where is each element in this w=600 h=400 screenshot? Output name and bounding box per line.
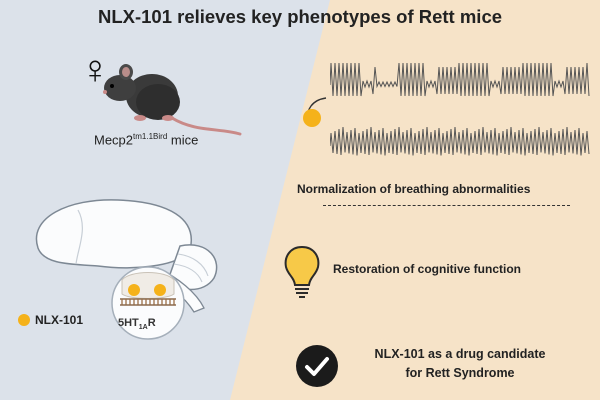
breathing-trace-treated xyxy=(330,126,590,156)
page-title: NLX-101 relieves key phenotypes of Rett … xyxy=(97,6,503,27)
breathing-outcome-label: Normalization of breathing abnormalities xyxy=(297,182,531,196)
checkmark-icon xyxy=(296,345,338,387)
receptor-subtype: 1A xyxy=(138,324,148,332)
receptor-suffix: R xyxy=(147,317,156,329)
curved-arrow-icon xyxy=(303,97,327,127)
lightbulb-icon xyxy=(284,245,320,298)
drug-candidate-line1: NLX-101 as a drug candidate xyxy=(374,347,546,361)
breathing-trace-untreated xyxy=(330,62,590,97)
breathing-divider xyxy=(323,205,570,206)
receptor-base: 5HT xyxy=(118,317,139,329)
mouse-strain-label: Mecp2tm1.1Bird mice xyxy=(94,132,198,147)
mouse-strain-allele: tm1.1Bird xyxy=(133,132,168,141)
brain-icon xyxy=(35,199,218,340)
mouse-icon xyxy=(103,64,242,136)
drug-candidate-line2: for Rett Syndrome xyxy=(405,366,515,380)
female-symbol-icon: ♀ xyxy=(80,48,110,92)
cognition-outcome-label: Restoration of cognitive function xyxy=(333,262,521,276)
drug-candidate-label: NLX-101 as a drug candidate for Rett Syn… xyxy=(340,345,580,383)
receptor-label: 5HT1AR xyxy=(118,317,156,331)
mouse-strain-suffix: mice xyxy=(167,132,199,148)
compound-legend-label: NLX-101 xyxy=(35,313,84,327)
compound-legend-dot xyxy=(18,314,30,326)
mouse-strain-base: Mecp2 xyxy=(94,132,134,148)
